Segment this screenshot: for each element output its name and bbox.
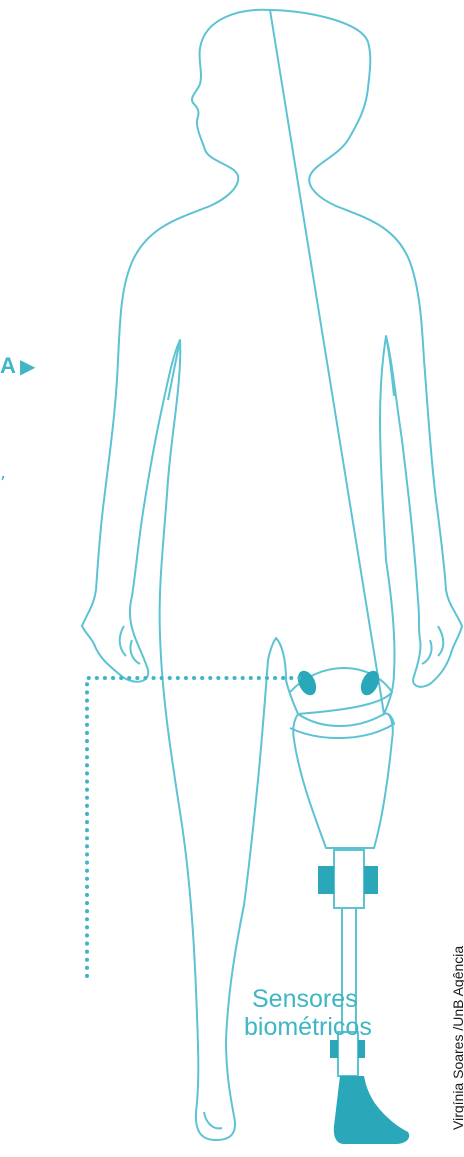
ankle-clamp-right (358, 1040, 365, 1058)
prosthetic-foot (334, 1076, 409, 1144)
arrow-right-icon: ▶ (20, 355, 35, 377)
sensor-caption-line-1: Sensores (244, 985, 372, 1013)
sensor-caption: Sensores biométricos (244, 985, 372, 1041)
cropped-heading-fragment: A (0, 354, 16, 378)
prosthesis-socket (290, 668, 393, 848)
right-hand-contour (422, 626, 443, 664)
knee-clamp-left (318, 866, 334, 894)
sensor-caption-line-2: biométricos (244, 1013, 372, 1041)
socket-brim (290, 713, 394, 738)
knee-joint-frame (334, 850, 364, 908)
left-foot-contour (204, 1112, 222, 1128)
sensor-pad-left (294, 668, 319, 698)
knee-clamp-right (364, 866, 378, 894)
image-credit: Virgínia Soares /UnB Agência (450, 946, 464, 1130)
ankle-clamp-left (330, 1040, 338, 1058)
left-hand-contour (120, 626, 140, 664)
right-arm-inner-contour (386, 336, 394, 396)
cropped-text-fragment: ’ (0, 474, 6, 494)
human-body-outline (82, 10, 462, 1140)
